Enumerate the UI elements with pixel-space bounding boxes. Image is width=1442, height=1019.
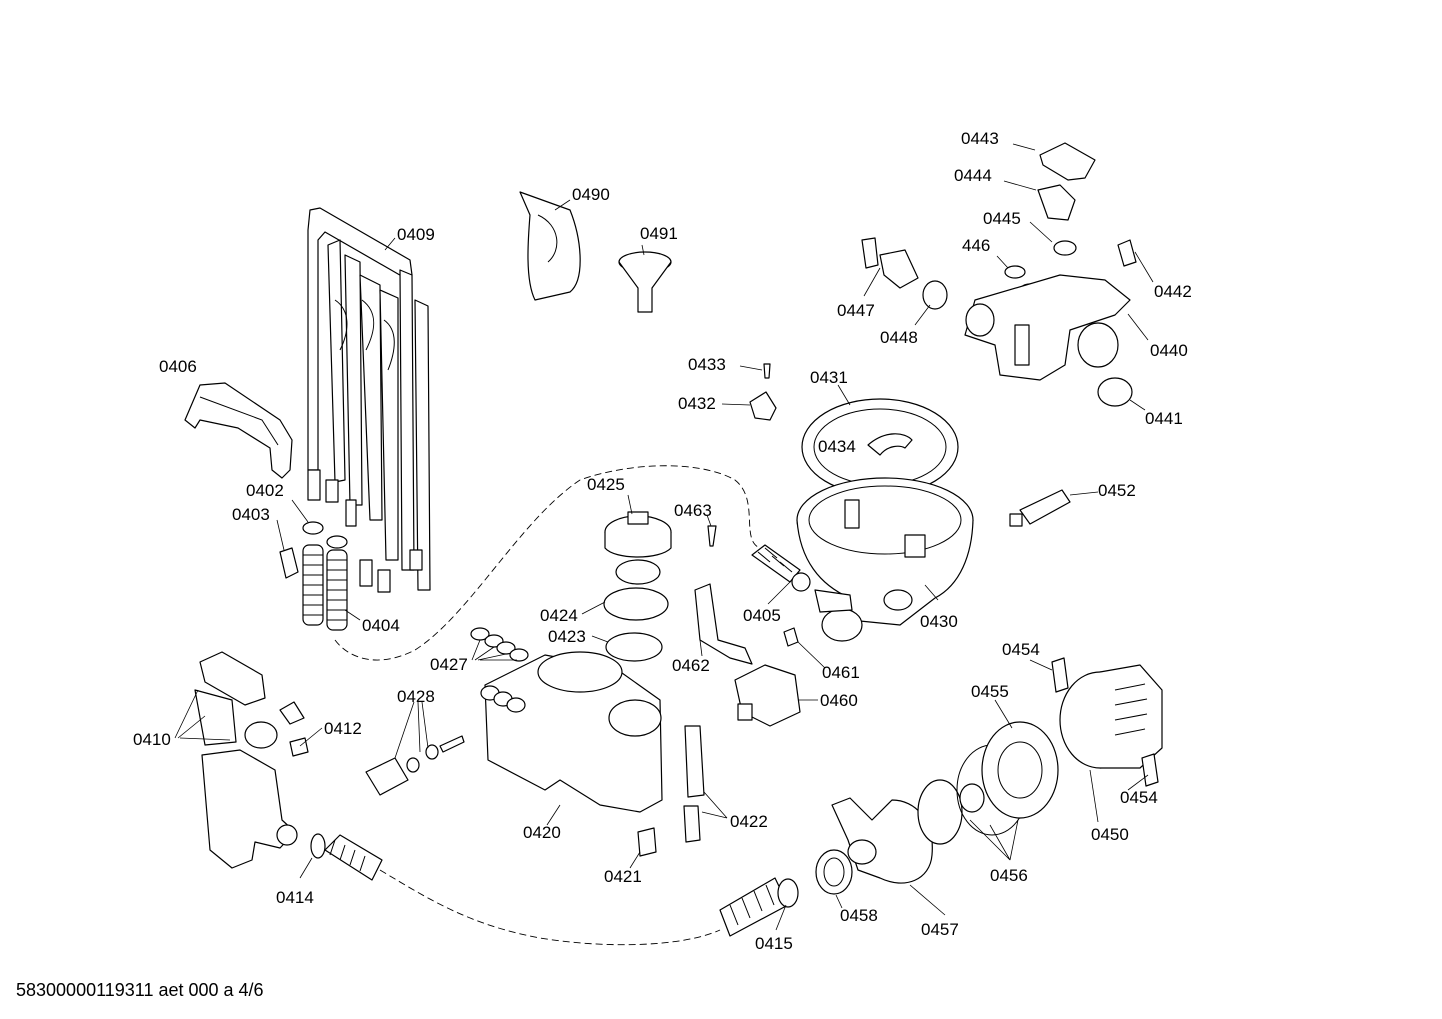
label-0491: 0491 [640, 224, 678, 243]
label-0425: 0425 [587, 475, 625, 494]
label-0450: 0450 [1091, 825, 1129, 844]
part-0412 [244, 701, 309, 757]
label-0427: 0427 [430, 655, 468, 674]
label-0428: 0428 [397, 687, 435, 706]
label-0410: 0410 [133, 730, 171, 749]
clamp-0441 [1097, 377, 1133, 407]
label-0433: 0433 [688, 355, 726, 374]
label-0403: 0403 [232, 505, 270, 524]
label-0454-bottom: 0454 [1120, 788, 1158, 807]
label-0432: 0432 [678, 394, 716, 413]
label-0455: 0455 [971, 682, 1009, 701]
bracket-0432 [749, 391, 777, 421]
label-0412: 0412 [324, 719, 362, 738]
label-0456: 0456 [990, 866, 1028, 885]
hose-0415 [719, 877, 799, 937]
clip-0461 [783, 627, 799, 647]
sump-0430 [796, 477, 974, 626]
dispenser-0420 [480, 651, 663, 813]
hoses-0404 [302, 544, 348, 631]
rings-0402 [302, 521, 348, 549]
label-0462: 0462 [672, 656, 710, 675]
caps-0427 [470, 627, 529, 662]
label-0452: 0452 [1098, 481, 1136, 500]
leader-lines [174, 143, 1154, 931]
label-0447: 0447 [837, 301, 875, 320]
pump-housing-0457 [831, 797, 933, 884]
part-number-labels: 0443 0444 0445 446 0442 0447 0448 0440 0… [133, 129, 1192, 953]
valve-0428 [365, 735, 465, 796]
cap-0425 [604, 511, 672, 558]
label-0463: 0463 [674, 501, 712, 520]
document-id-footer: 58300000119311 aet 000 a 4/6 [16, 980, 264, 1000]
seal-0423 [605, 632, 663, 662]
sensor-0447 [861, 237, 919, 289]
clip-0442 [1117, 239, 1137, 267]
clips-0454 [1051, 657, 1159, 787]
screw-0463 [707, 525, 717, 547]
funnel-jug-0490 [519, 191, 581, 301]
label-0431: 0431 [810, 368, 848, 387]
connector-0444 [1037, 184, 1076, 221]
label-0441: 0441 [1145, 409, 1183, 428]
label-0422: 0422 [730, 812, 768, 831]
label-0457: 0457 [921, 920, 959, 939]
label-0423: 0423 [548, 627, 586, 646]
label-0406: 0406 [159, 357, 197, 376]
pipe-frame-0409 [307, 207, 431, 593]
level-switch-0422 [683, 725, 705, 843]
label-0460: 0460 [820, 691, 858, 710]
label-0405: 0405 [743, 606, 781, 625]
label-0461: 0461 [822, 663, 860, 682]
label-0421: 0421 [604, 867, 642, 886]
label-0454-top: 0454 [1002, 640, 1040, 659]
screw-0433 [763, 363, 771, 379]
dashed-cable-upper [334, 465, 761, 661]
dashed-cable-lower [379, 869, 721, 946]
cover-0406 [184, 382, 293, 479]
label-0424: 0424 [540, 606, 578, 625]
seal-0445 [1053, 240, 1077, 256]
label-0445: 0445 [983, 209, 1021, 228]
label-0414: 0414 [276, 888, 314, 907]
label-0420: 0420 [523, 823, 561, 842]
hose-0414 [310, 833, 383, 881]
seal-0458 [815, 849, 853, 895]
label-0442: 0442 [1154, 282, 1192, 301]
label-446: 446 [962, 236, 990, 255]
seal-0448 [922, 280, 948, 310]
impeller-0456 [917, 744, 1028, 845]
clip-0421 [637, 827, 657, 857]
label-0444: 0444 [954, 166, 992, 185]
ring-0405b [814, 589, 863, 642]
funnel-0491 [618, 251, 672, 313]
label-0490: 0490 [572, 185, 610, 204]
aquastop-0410 [194, 651, 298, 869]
label-0440: 0440 [1150, 341, 1188, 360]
label-0448: 0448 [880, 328, 918, 347]
clip-0434 [867, 433, 913, 456]
label-0404: 0404 [362, 616, 400, 635]
label-0443: 0443 [961, 129, 999, 148]
label-0409: 0409 [397, 225, 435, 244]
label-0415: 0415 [755, 934, 793, 953]
cover-0443 [1039, 142, 1096, 181]
bracket-0462 [694, 583, 753, 665]
label-0434: 0434 [818, 437, 856, 456]
seal-0424 [603, 559, 669, 621]
motor-0450 [1059, 664, 1163, 769]
pump-0460 [734, 664, 801, 727]
label-0430: 0430 [920, 612, 958, 631]
hose-0405 [751, 544, 811, 592]
clip-0403 [279, 547, 299, 579]
label-0458: 0458 [840, 906, 878, 925]
filter-0452 [1009, 489, 1071, 527]
valve-block-0440 [964, 274, 1131, 381]
motor-cover-0455 [981, 721, 1059, 819]
label-0402: 0402 [246, 481, 284, 500]
